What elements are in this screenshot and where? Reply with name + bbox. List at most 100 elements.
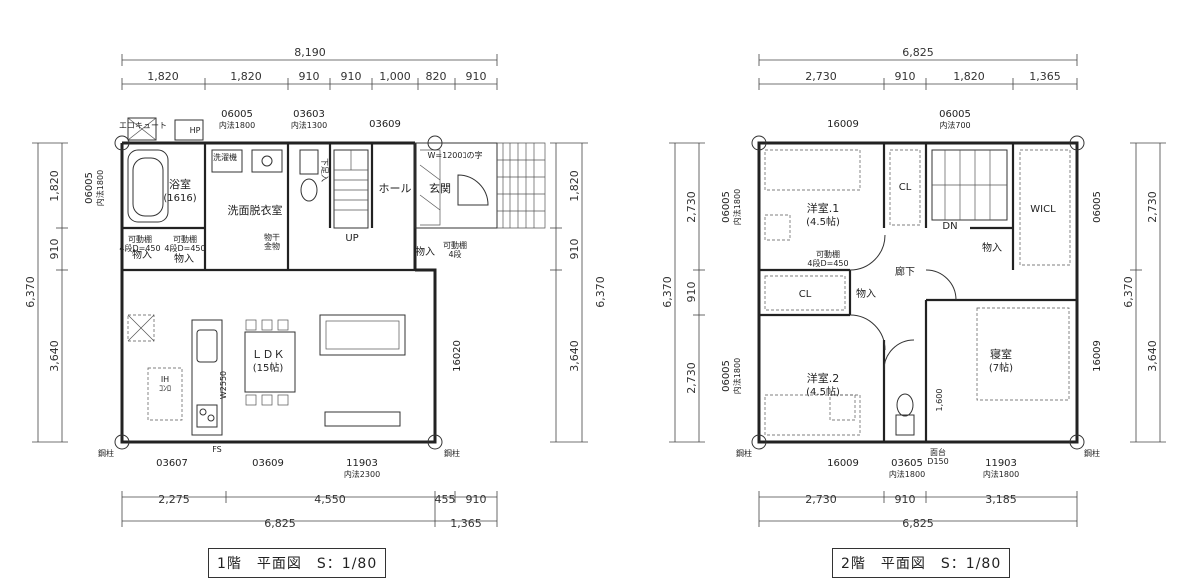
f2-corner-label-left: 鋼柱: [736, 448, 752, 458]
f1-entrance-step: [414, 142, 498, 229]
f1-window-left-sub: 内法1800: [95, 170, 105, 206]
f2-window-top-mid: 06005: [939, 109, 971, 120]
f1-stairs-up: UP: [345, 233, 358, 244]
f2-window-bottom-2-sub: 内法1800: [889, 469, 925, 479]
f2-door-swing-1: [849, 234, 886, 271]
f2-dim-bottom-3: 3,185: [985, 493, 1017, 506]
f1-dim-left-2: 910: [48, 239, 61, 260]
f2-walkin-closet: [1019, 149, 1071, 266]
f1-dim-bottom-1: 2,275: [158, 493, 190, 506]
f2-bed-western2: [764, 394, 861, 436]
f2-dim-bottom-2: 910: [895, 493, 916, 506]
kitchen-sink-icon: [196, 329, 218, 363]
f1-window-top-mid: 03603: [293, 109, 325, 120]
f1-dim-top-3: 910: [299, 70, 320, 83]
f1-window-right: 16020: [452, 340, 463, 372]
entrance-door-swing: [457, 174, 489, 206]
f2-outer-wall: [757, 141, 1079, 444]
f2-door-swing-2: [849, 314, 886, 351]
f1-window-top-left-sub: 内法1800: [219, 120, 255, 130]
f2-dim-top-1: 2,730: [805, 70, 837, 83]
f2-dim-right-1: 2,730: [1146, 191, 1159, 223]
washing-machine-icon: [211, 149, 243, 173]
f2-window-bottom-1: 16009: [827, 458, 859, 469]
f1-window-bottom-3: 11903: [346, 458, 378, 469]
f1-dim-right-1: 1,820: [568, 170, 581, 202]
f2-window-left-top-sub: 内法1800: [732, 189, 742, 225]
f2-dim-bottom-1: 2,730: [805, 493, 837, 506]
f1-dim-left-3: 3,640: [48, 340, 61, 372]
f1-room-washroom: 洗面脱衣室: [228, 203, 283, 217]
f2-room-wicl: WICL: [1030, 204, 1056, 215]
floor1-plan: 8,190 1,820 1,820 910 910 1,000 820 910 …: [24, 46, 607, 530]
f1-dim-top-6: 820: [426, 70, 447, 83]
f1-dim-bottom-6: 1,365: [450, 517, 482, 530]
f1-dim-right-total: 6,370: [594, 276, 607, 308]
f1-note-kitchen-width: W2550: [219, 371, 228, 399]
f2-room-western2-size: (4.5帖): [806, 385, 840, 398]
f1-dim-top-1: 1,820: [147, 70, 179, 83]
f2-window-bottom-2: 03605: [891, 458, 923, 469]
hp-unit-icon: [174, 119, 204, 141]
f1-dim-top-4: 910: [341, 70, 362, 83]
f1-dim-bottom-2: 4,550: [314, 493, 346, 506]
f1-corner-label-right: 鋼柱: [444, 448, 460, 458]
f2-window-bottom-3-sub: 内法1800: [983, 469, 1019, 479]
f2-bed-master: [976, 307, 1070, 401]
f1-room-storage-1: 物入: [132, 248, 152, 261]
f2-room-corridor: 廊下: [895, 265, 915, 278]
f1-dim-top-5: 1,000: [379, 70, 411, 83]
f2-window-top-mid-sub: 内法700: [939, 120, 970, 130]
f2-window-left-bottom-sub: 内法1800: [732, 358, 742, 394]
f1-window-bottom-2: 03609: [252, 458, 284, 469]
sofa: [319, 314, 406, 356]
f1-room-bath-size: (1616): [163, 193, 196, 204]
f2-dim-left-total: 6,370: [661, 276, 674, 308]
floor1-title: 1階 平面図 S：1/80: [208, 548, 387, 578]
f2-dim-top-2: 910: [895, 70, 916, 83]
f1-window-bottom-3-sub: 内法2300: [344, 469, 380, 479]
f2-room-storage-1: 物入: [856, 287, 876, 300]
f2-room-western2: 洋室.2: [807, 371, 840, 385]
f2-room-western1-size: (4.5帖): [806, 215, 840, 228]
f2-door-swing-3: [925, 269, 957, 301]
f2-window-left-bottom: 06005: [721, 360, 732, 392]
aircon-unit-icon: [127, 117, 157, 141]
f1-room-ldk-size: (15帖): [253, 361, 284, 374]
refrigerator-outline: [147, 367, 183, 421]
f2-window-top-left: 16009: [827, 119, 859, 130]
f2-closet-1: [889, 149, 921, 226]
f1-dim-bottom-5: 6,825: [264, 517, 296, 530]
f2-note-toilet: 1,600: [935, 389, 944, 412]
floor2-title: 2階 平面図 S：1/80: [832, 548, 1011, 578]
shoe-cabinet: [420, 149, 441, 226]
f2-dim-top-3: 1,820: [953, 70, 985, 83]
f1-room-hall: ホール: [379, 182, 412, 195]
f1-note-shoe-stairs: 下足入: [320, 158, 329, 182]
f2-dim-right-2: 3,640: [1146, 340, 1159, 372]
ldk-storage-marker: [127, 314, 155, 342]
f2-corner-columns: [751, 135, 1085, 450]
f1-corner-label-left: 鋼柱: [98, 448, 114, 458]
f2-dim-left-3: 2,730: [685, 362, 698, 394]
f1-window-bottom-1: 03607: [156, 458, 188, 469]
f2-toilet-icon: [896, 393, 914, 417]
f2-dim-bottom-4: 6,825: [902, 517, 934, 530]
f1-dim-top-total: 8,190: [294, 46, 326, 59]
f2-window-right-bottom: 16009: [1092, 340, 1103, 372]
f2-room-bedroom: 寝室: [990, 347, 1012, 361]
bathtub: [127, 149, 169, 223]
f1-window-top-right: 03609: [369, 119, 401, 130]
f1-dim-bottom-4: 910: [466, 493, 487, 506]
f2-window-bottom-3: 11903: [985, 458, 1017, 469]
f1-note-hanger: 物干金物: [264, 232, 280, 251]
f1-dim-left-total: 6,370: [24, 276, 37, 308]
ih-stove-icon: [196, 404, 218, 428]
f2-dim-left-2: 910: [685, 282, 698, 303]
